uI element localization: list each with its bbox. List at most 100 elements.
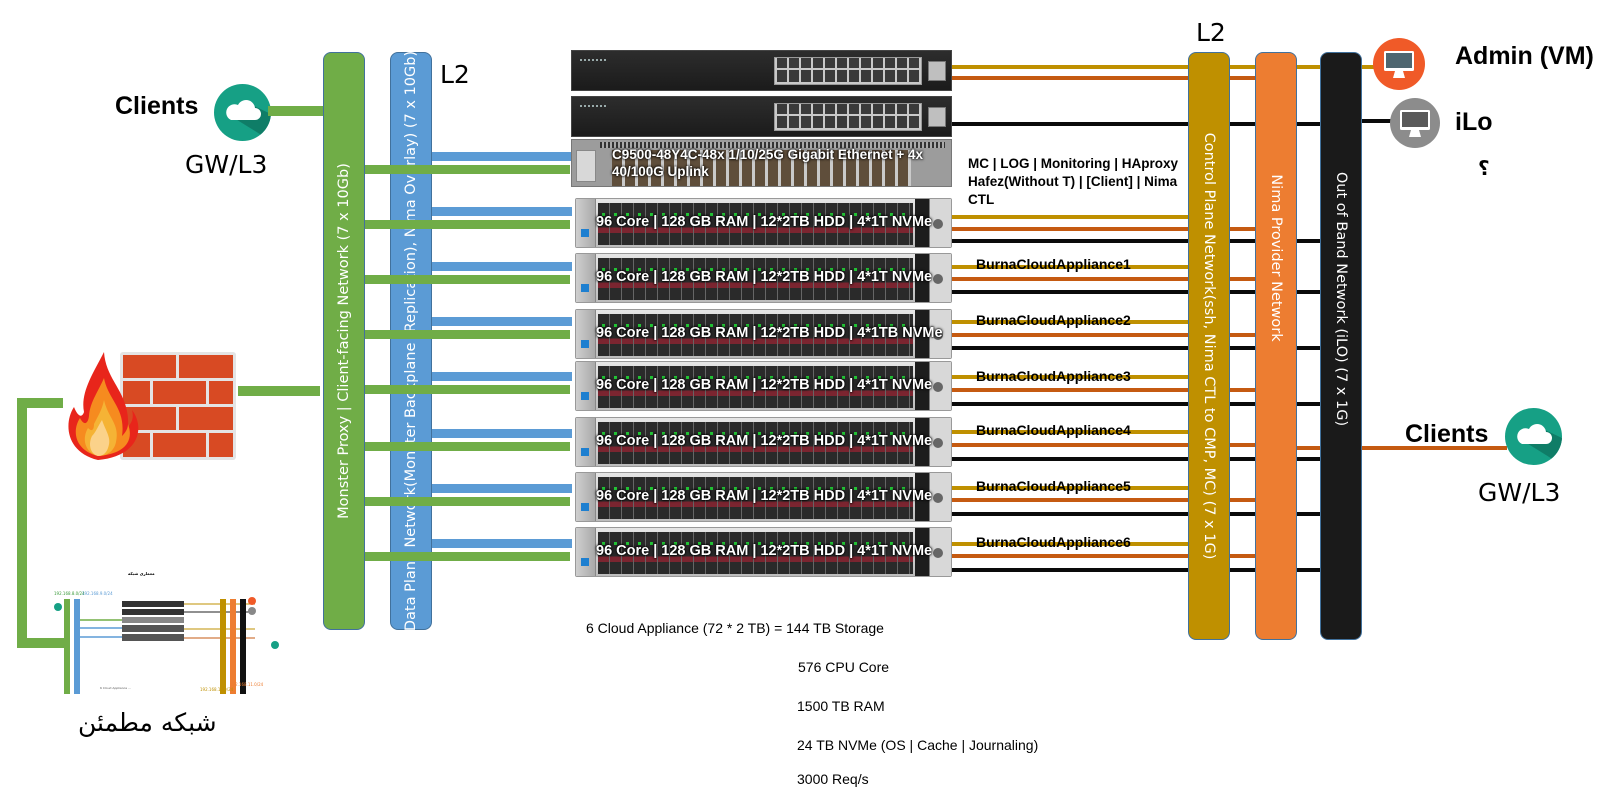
appliance-label: BurnaCloudAppliance6 (976, 534, 1131, 550)
firewall-to-trusted-network-link-v (17, 398, 27, 648)
client-facing-link (365, 165, 570, 174)
trusted-network-label: شبکه مطمئن (78, 708, 217, 737)
right-clients-label: Clients (1405, 420, 1489, 448)
data-plane-network-bar: Data Plane Network(Monster Backplane (Re… (390, 50, 432, 632)
provider-link-cont (1230, 333, 1255, 337)
appliance-label: BurnaCloudAppliance1 (976, 256, 1131, 272)
control-plane-link (952, 65, 1188, 69)
ilo-note: ؟ (1478, 158, 1490, 180)
core-switch-label: C9500-48Y4C-48x 1/10/25G Gigabit Etherne… (612, 147, 924, 179)
thumbnail-subnet-4: 192.168.11.0/24 (230, 682, 264, 687)
provider-link-cont (1230, 443, 1255, 447)
thumbnail-subnet-3: 192.168.10.0/24 (200, 687, 234, 692)
provider-link (952, 498, 1255, 502)
client-facing-link (365, 497, 570, 506)
management-server: 96 Core | 128 GB RAM | 12*2TB HDD | 4*1T… (575, 198, 952, 248)
control-plane-network-bar: Control Plane Network(ssh, Nima CTL to C… (1188, 52, 1230, 640)
data-plane-link (432, 207, 572, 216)
data-plane-network-label: Data Plane Network(Monster Backplane (Re… (403, 50, 419, 632)
client-facing-network-label: Monster Proxy | Client-facing Network (7… (336, 163, 352, 519)
provider-link-cont (1230, 498, 1255, 502)
trusted-network-link-bottom (17, 638, 64, 648)
provider-link (952, 388, 1255, 392)
firewall-icon (60, 352, 240, 462)
appliance-server: 96 Core | 128 GB RAM | 12*2TB HDD | 4*1T… (575, 417, 952, 467)
client-facing-link (365, 220, 570, 229)
svg-text:6 Cloud Appliance ...: 6 Cloud Appliance ... (100, 686, 131, 690)
summary-nvme: 24 TB NVMe (OS | Cache | Journaling) (797, 737, 1039, 753)
oob-link (952, 457, 1320, 461)
cloud-icon (214, 84, 271, 141)
oob-link (952, 568, 1320, 572)
appliance-server: 96 Core | 128 GB RAM | 12*2TB HDD | 4*1T… (575, 309, 952, 359)
appliance-label: BurnaCloudAppliance4 (976, 422, 1131, 438)
appliance-label: BurnaCloudAppliance2 (976, 312, 1131, 328)
data-plane-link (432, 152, 572, 161)
oob-link (952, 239, 1320, 243)
summary-cpu: 576 CPU Core (798, 659, 890, 675)
data-plane-link (432, 262, 572, 271)
appliance-label: BurnaCloudAppliance5 (976, 478, 1131, 494)
left-gateway-label: GW/L3 (185, 150, 268, 179)
client-facing-link (365, 275, 570, 284)
data-plane-link (432, 317, 572, 326)
summary-storage: 6 Cloud Appliance (72 * 2 TB) = 144 TB S… (586, 620, 884, 636)
client-facing-link (365, 442, 570, 451)
network-diagram-thumbnail[interactable]: معماری شبکه 192.168.8.0/24 192.168.9.0/2… (40, 565, 290, 695)
appliance-server: 96 Core | 128 GB RAM | 12*2TB HDD | 4*1T… (575, 361, 952, 411)
control-plane-link (952, 320, 1188, 324)
provider-link (952, 277, 1255, 281)
provider-link (952, 554, 1255, 558)
firewall-to-trusted-network-link-h (17, 398, 63, 408)
admin-monitor-icon (1373, 38, 1425, 90)
access-switch-2 (571, 96, 952, 137)
right-gateway-label: GW/L3 (1478, 478, 1561, 507)
client-facing-link (365, 385, 570, 394)
provider-link (952, 333, 1255, 337)
management-node-roles: MC | LOG | Monitoring | HAproxy Hafez(Wi… (968, 156, 1179, 207)
clients-link (268, 106, 323, 116)
client-facing-link (365, 330, 570, 339)
nima-provider-network-bar: Nima Provider Network (1255, 52, 1297, 640)
server-spec: 96 Core | 128 GB RAM | 12*2TB HDD | 4*1T… (596, 269, 933, 285)
appliance-server: 96 Core | 128 GB RAM | 12*2TB HDD | 4*1T… (575, 472, 952, 522)
ilo-monitor-icon (1390, 98, 1440, 148)
provider-link (952, 443, 1255, 447)
nima-provider-network-label: Nima Provider Network (1268, 174, 1284, 342)
firewall-to-client-network-link (238, 386, 320, 396)
control-plane-link (952, 542, 1188, 546)
core-switch: C9500-48Y4C-48x 1/10/25G Gigabit Etherne… (571, 139, 952, 187)
control-plane-link (952, 430, 1188, 434)
ilo-link (1362, 119, 1392, 123)
control-plane-link (952, 265, 1188, 269)
data-plane-link (432, 539, 572, 548)
oob-link (952, 402, 1320, 406)
server-spec: 96 Core | 128 GB RAM | 12*2TB HDD | 4*1T… (596, 377, 933, 393)
access-switch-1 (571, 50, 952, 91)
provider-link-cont (1230, 227, 1255, 231)
svg-text:معماری شبکه: معماری شبکه (128, 571, 155, 576)
data-plane-link (432, 484, 572, 493)
l2-label-right: L2 (1196, 18, 1226, 47)
summary-ram: 1500 TB RAM (797, 698, 885, 714)
server-spec: 96 Core | 128 GB RAM | 12*2TB HDD | 4*1T… (596, 488, 933, 504)
admin-link-rust (1230, 76, 1255, 80)
oob-link (952, 346, 1320, 350)
appliance-server: 96 Core | 128 GB RAM | 12*2TB HDD | 4*1T… (575, 253, 952, 303)
server-spec: 96 Core | 128 GB RAM | 12*2TB HDD | 4*1T… (596, 543, 933, 559)
provider-link-cont (1230, 554, 1255, 558)
control-plane-link (952, 375, 1188, 379)
out-of-band-network-label: Out of Band Network (iLO) (7 x 1G) (1333, 172, 1349, 427)
provider-link (952, 76, 1255, 80)
out-of-band-network-bar: Out of Band Network (iLO) (7 x 1G) (1320, 52, 1362, 640)
oob-link (952, 290, 1320, 294)
client-facing-link (365, 552, 570, 561)
left-clients-label: Clients (115, 92, 199, 120)
admin-link (1230, 65, 1375, 69)
oob-link (952, 122, 1320, 126)
summary-throughput: 3000 Req/s (797, 771, 869, 787)
appliance-label: BurnaCloudAppliance3 (976, 368, 1131, 384)
appliance-server: 96 Core | 128 GB RAM | 12*2TB HDD | 4*1T… (575, 527, 952, 577)
data-plane-link (432, 429, 572, 438)
control-plane-network-label: Control Plane Network(ssh, Nima CTL to C… (1201, 132, 1217, 560)
